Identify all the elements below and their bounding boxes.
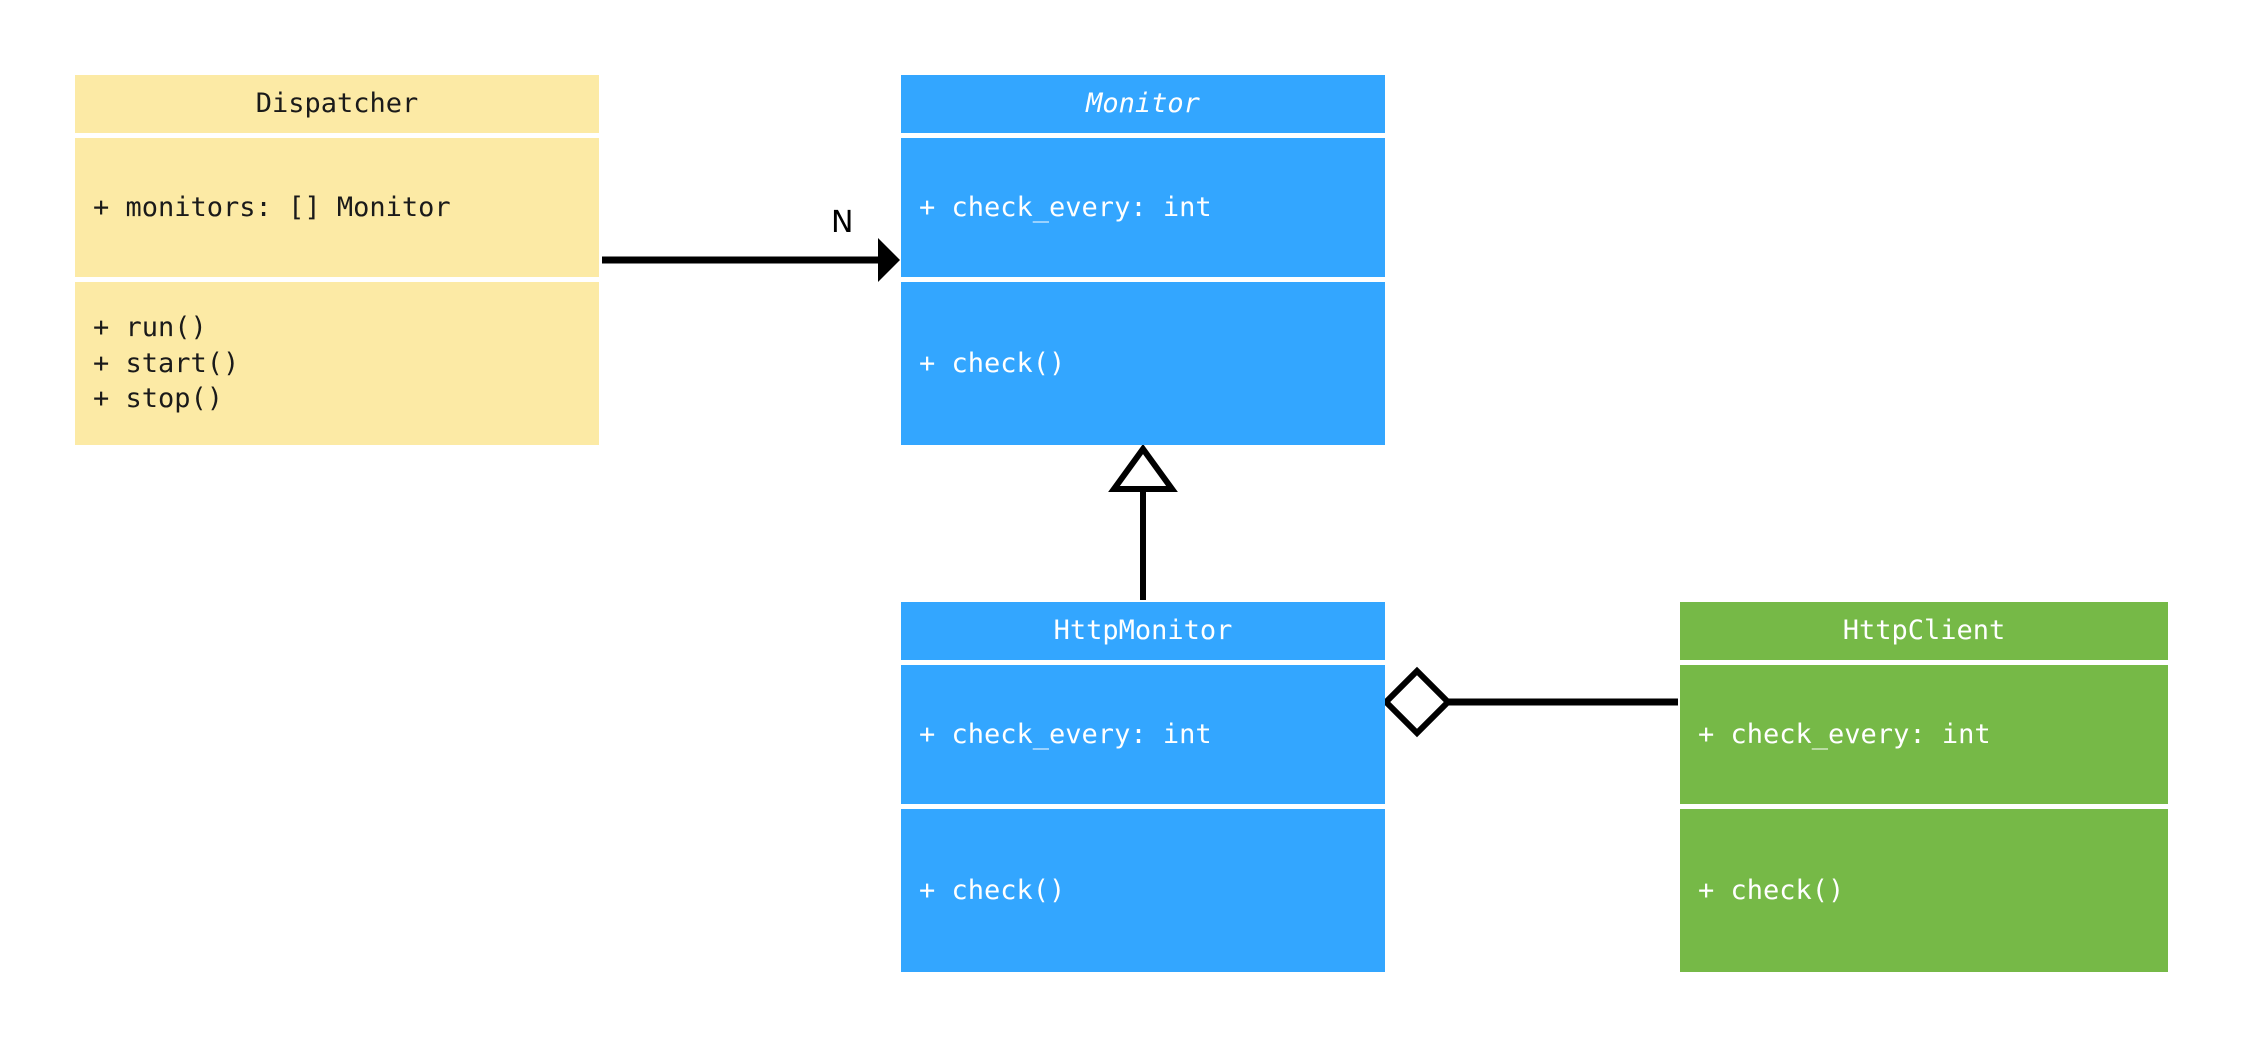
attribute-row: + check_every: int <box>919 718 1212 750</box>
class-attributes-compartment: + check_every: int <box>901 665 1385 804</box>
class-box-http-client[interactable]: HttpClient + check_every: int + check() <box>1680 602 2168 972</box>
method-row: + run() <box>93 312 207 344</box>
class-attributes-compartment: + check_every: int <box>901 138 1385 277</box>
class-name-http-client: HttpClient <box>1842 615 2006 647</box>
generalization-triangle-icon <box>1108 443 1178 492</box>
class-box-dispatcher[interactable]: Dispatcher + monitors: [] Monitor + run(… <box>75 75 599 445</box>
method-row: + stop() <box>93 383 224 415</box>
method-row: + check() <box>1698 874 1845 906</box>
class-title-compartment: Monitor <box>901 75 1385 133</box>
class-box-http-monitor[interactable]: HttpMonitor + check_every: int + check() <box>901 602 1385 972</box>
class-box-monitor[interactable]: Monitor + check_every: int + check() <box>901 75 1385 445</box>
generalization-httpmonitor-monitor <box>1108 443 1178 600</box>
class-attributes-compartment: + check_every: int <box>1680 665 2168 804</box>
class-name-monitor: Monitor <box>1086 88 1200 120</box>
class-name-dispatcher: Dispatcher <box>255 88 419 120</box>
class-methods-compartment: + check() <box>1680 809 2168 972</box>
attribute-row: + check_every: int <box>919 191 1212 223</box>
association-arrowhead-icon <box>878 238 900 282</box>
class-methods-compartment: + check() <box>901 809 1385 972</box>
association-dispatcher-monitor <box>602 238 900 282</box>
method-row: + check() <box>919 874 1066 906</box>
class-methods-compartment: + run() + start() + stop() <box>75 282 599 445</box>
method-row: + check() <box>919 347 1066 379</box>
class-attributes-compartment: + monitors: [] Monitor <box>75 138 599 277</box>
class-name-http-monitor: HttpMonitor <box>1053 615 1233 647</box>
aggregation-diamond-icon <box>1381 666 1453 738</box>
class-title-compartment: HttpClient <box>1680 602 2168 660</box>
attribute-row: + monitors: [] Monitor <box>93 191 451 223</box>
class-title-compartment: Dispatcher <box>75 75 599 133</box>
class-methods-compartment: + check() <box>901 282 1385 445</box>
attribute-row: + check_every: int <box>1698 718 1991 750</box>
method-row: + start() <box>93 347 240 379</box>
aggregation-httpmonitor-httpclient <box>1381 666 1678 738</box>
association-multiplicity-label: N <box>831 205 854 240</box>
class-title-compartment: HttpMonitor <box>901 602 1385 660</box>
